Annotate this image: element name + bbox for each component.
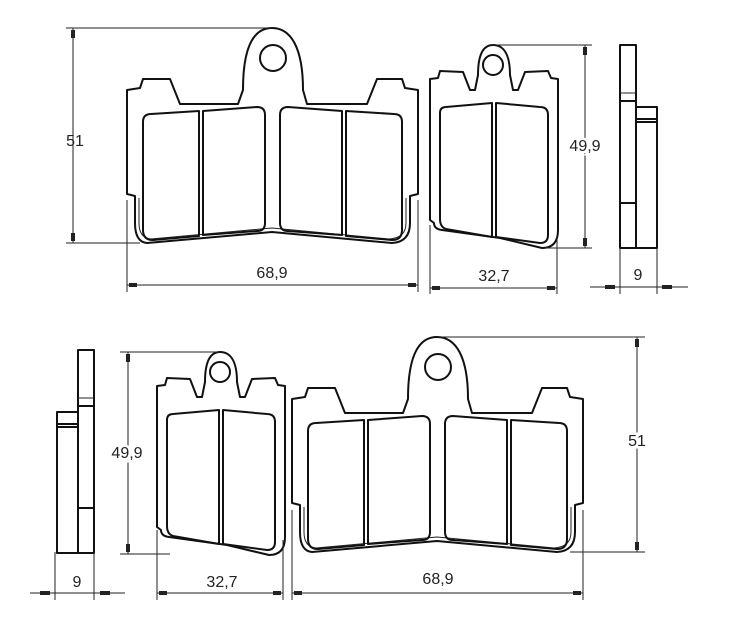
label-bottom-thickness: 9 bbox=[73, 574, 82, 591]
label-bottom-small-height: 49,9 bbox=[111, 445, 142, 462]
label-bottom-large-width: 68,9 bbox=[422, 571, 453, 588]
label-bottom-large-height: 51 bbox=[628, 433, 646, 450]
label-bottom-small-width: 32,7 bbox=[206, 574, 237, 591]
pad-side-view-top bbox=[619, 44, 658, 249]
label-top-thickness: 9 bbox=[634, 267, 643, 284]
label-top-large-width: 68,9 bbox=[256, 265, 287, 282]
label-top-small-height: 49,9 bbox=[569, 138, 600, 155]
dimension-lines-bottom bbox=[30, 336, 645, 600]
label-top-small-width: 32,7 bbox=[478, 268, 509, 285]
label-top-large-height: 51 bbox=[66, 133, 84, 150]
dimension-lines-top bbox=[66, 27, 688, 294]
small-brake-pad-top bbox=[429, 44, 559, 249]
pad-side-view-bottom bbox=[56, 349, 95, 554]
large-brake-pad-bottom bbox=[291, 336, 584, 553]
small-brake-pad-bottom bbox=[156, 351, 286, 556]
large-brake-pad-top bbox=[126, 27, 419, 244]
